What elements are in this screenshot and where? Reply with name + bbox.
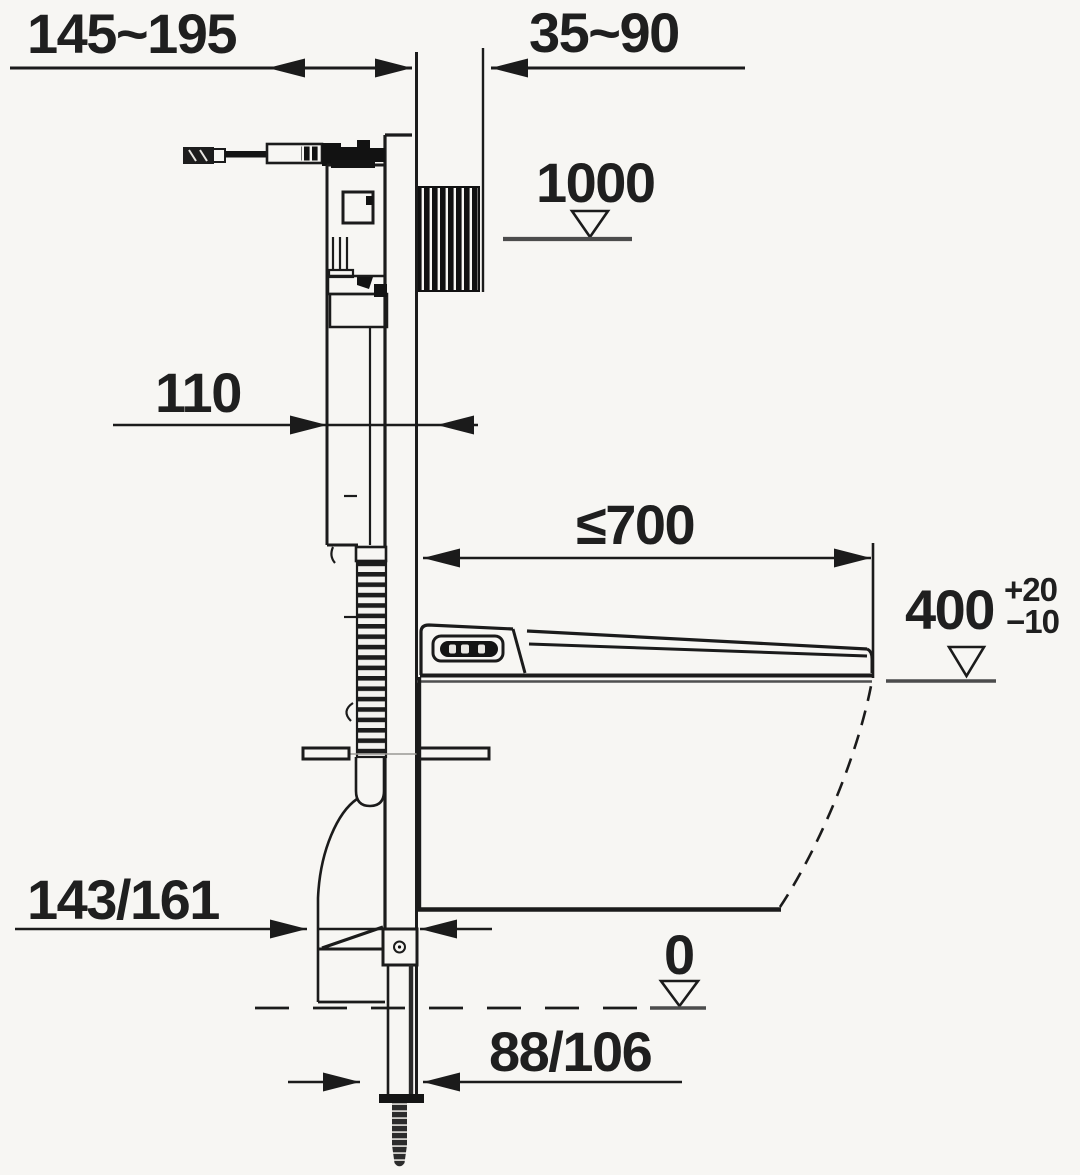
dim-label-110: 110 [155, 361, 241, 424]
seat-rear-edge [419, 623, 514, 675]
level-marker-0: 0 [650, 923, 706, 1010]
bracket-wing-left [301, 746, 351, 761]
level-triangle-icon [658, 979, 701, 1009]
tank-top-band [331, 160, 375, 168]
seat-section-line [511, 628, 527, 674]
pipe-clip-curl [345, 702, 354, 722]
inlet-plug-hatch [199, 149, 208, 162]
valve-corner [374, 284, 387, 297]
flush-pipe-ribs [355, 559, 388, 759]
dim-label-88-106: 88/106 [489, 1020, 652, 1083]
level-label-400: 400 [905, 578, 994, 641]
dim-label-145-195: 145~195 [27, 2, 236, 65]
dimension-top-left: 145~195 [10, 2, 412, 78]
bracket-wing-right [416, 746, 491, 761]
frame-foot [379, 927, 424, 1167]
inlet-sleeve-hatch [301, 146, 320, 161]
lid-inner-line [528, 642, 868, 658]
inlet-rod [225, 151, 268, 158]
dim-label-700: ≤700 [576, 493, 694, 556]
dimension-drain-pipe: 88/106 [288, 1020, 682, 1092]
arrowhead-right-icon [834, 548, 871, 568]
arrowhead-left-icon [420, 919, 457, 939]
arrowhead-right-icon [270, 919, 307, 939]
dimension-drain-offset: 143/161 [15, 868, 492, 939]
inlet-connector [370, 148, 385, 162]
lid-top-line [526, 629, 868, 651]
valve-body [328, 292, 389, 329]
flush-plate-hatch [418, 186, 480, 292]
panel-button-icon [461, 644, 469, 654]
dimension-top-right: 35~90 [491, 1, 745, 78]
anchor-screw-tip [392, 1145, 407, 1167]
foot-plate [381, 927, 419, 967]
inlet-plug [183, 147, 214, 164]
level-label-1000: 1000 [536, 151, 655, 214]
dimension-max-projection: ≤700 [423, 493, 875, 678]
level-triangle-icon [569, 209, 611, 240]
elbow-outer-curve [316, 797, 358, 1002]
panel-button-icon [449, 644, 456, 654]
level-marker-400: 400 +20 −10 [886, 571, 1060, 683]
tolerance-plus: +20 [1004, 571, 1057, 608]
dim-label-143-161: 143/161 [27, 868, 219, 931]
arrowhead-right-icon [323, 1072, 360, 1092]
arrowhead-left-icon [423, 548, 460, 568]
arrowhead-left-icon [423, 1072, 460, 1092]
panel-button-icon [478, 644, 485, 654]
level-label-0: 0 [664, 923, 694, 986]
anchor-screw-shank [392, 1103, 407, 1145]
wall-bracket [301, 746, 491, 761]
inlet-plug-hatch [188, 149, 197, 162]
flush-valve-window [341, 190, 375, 225]
tank-bottom-hook [330, 546, 336, 564]
dim-label-35-90: 35~90 [529, 1, 679, 64]
flush-plate [418, 186, 480, 292]
foot-screw-dot [397, 945, 402, 949]
drain-elbow [316, 797, 385, 1004]
level-triangle-icon [946, 645, 987, 679]
toilet-bowl [417, 677, 873, 912]
flush-pipe-connector [354, 545, 388, 563]
elbow-strut [321, 925, 384, 950]
tolerance-minus: −10 [1006, 603, 1059, 640]
level-marker-1000: 1000 [503, 151, 656, 242]
arrowhead-left-icon [437, 415, 474, 435]
arrowhead-right-icon [290, 415, 327, 435]
inlet-cap [212, 148, 226, 163]
mounting-rail [383, 133, 412, 929]
flush-pipe-bend [354, 757, 386, 808]
lid-front-cap [866, 647, 874, 673]
dimension-cistern-depth: 110 [113, 361, 478, 435]
arrowhead-right-icon [375, 58, 412, 78]
bowl-front-dashed-curve [778, 685, 873, 908]
arrowhead-left-icon [491, 58, 528, 78]
inlet-nut [341, 147, 357, 163]
valve-detail [366, 196, 373, 205]
arrowhead-left-icon [268, 58, 305, 78]
valve-wedge [357, 277, 373, 289]
flush-pipe [344, 494, 388, 808]
cistern-tank [325, 160, 389, 564]
leg-base-plate [379, 1094, 424, 1103]
inlet-nut [357, 140, 370, 166]
toilet-seat [417, 623, 874, 683]
